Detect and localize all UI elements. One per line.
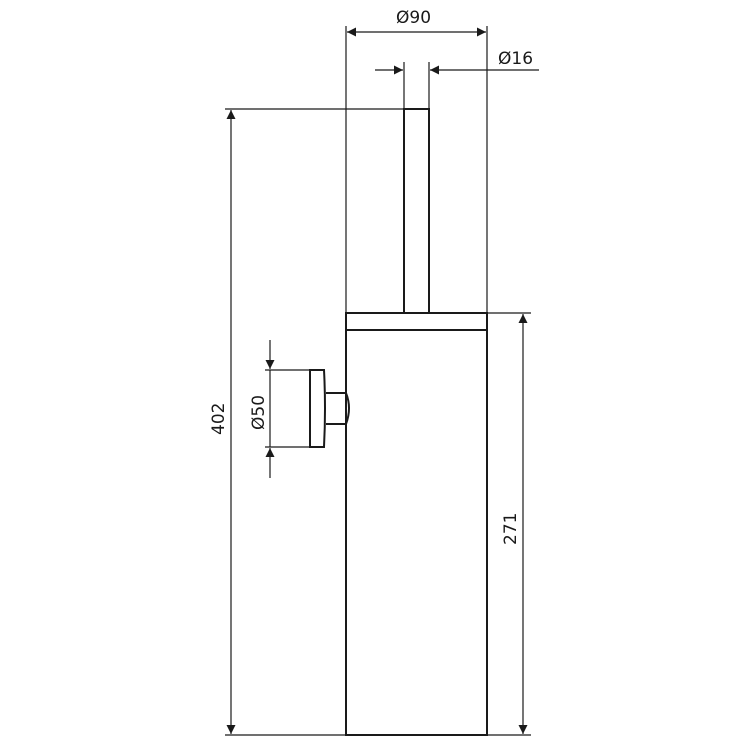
brush-handle bbox=[403, 108, 430, 314]
label-body-diameter: Ø90 bbox=[396, 8, 431, 28]
dimension-body-height bbox=[487, 312, 531, 736]
holder-lid bbox=[345, 312, 488, 331]
holder-body bbox=[345, 330, 488, 736]
wall-mount bbox=[309, 369, 350, 448]
label-handle-diameter: Ø16 bbox=[498, 49, 533, 69]
dimension-handle-diameter bbox=[375, 62, 539, 109]
dimension-overall-height bbox=[225, 108, 404, 736]
label-overall-height: 402 bbox=[209, 403, 229, 435]
label-body-height: 271 bbox=[501, 513, 521, 545]
dimension-wall-mount-diameter bbox=[265, 340, 310, 478]
dimension-body-diameter bbox=[345, 26, 488, 313]
label-wall-mount-diameter: Ø50 bbox=[249, 395, 269, 430]
